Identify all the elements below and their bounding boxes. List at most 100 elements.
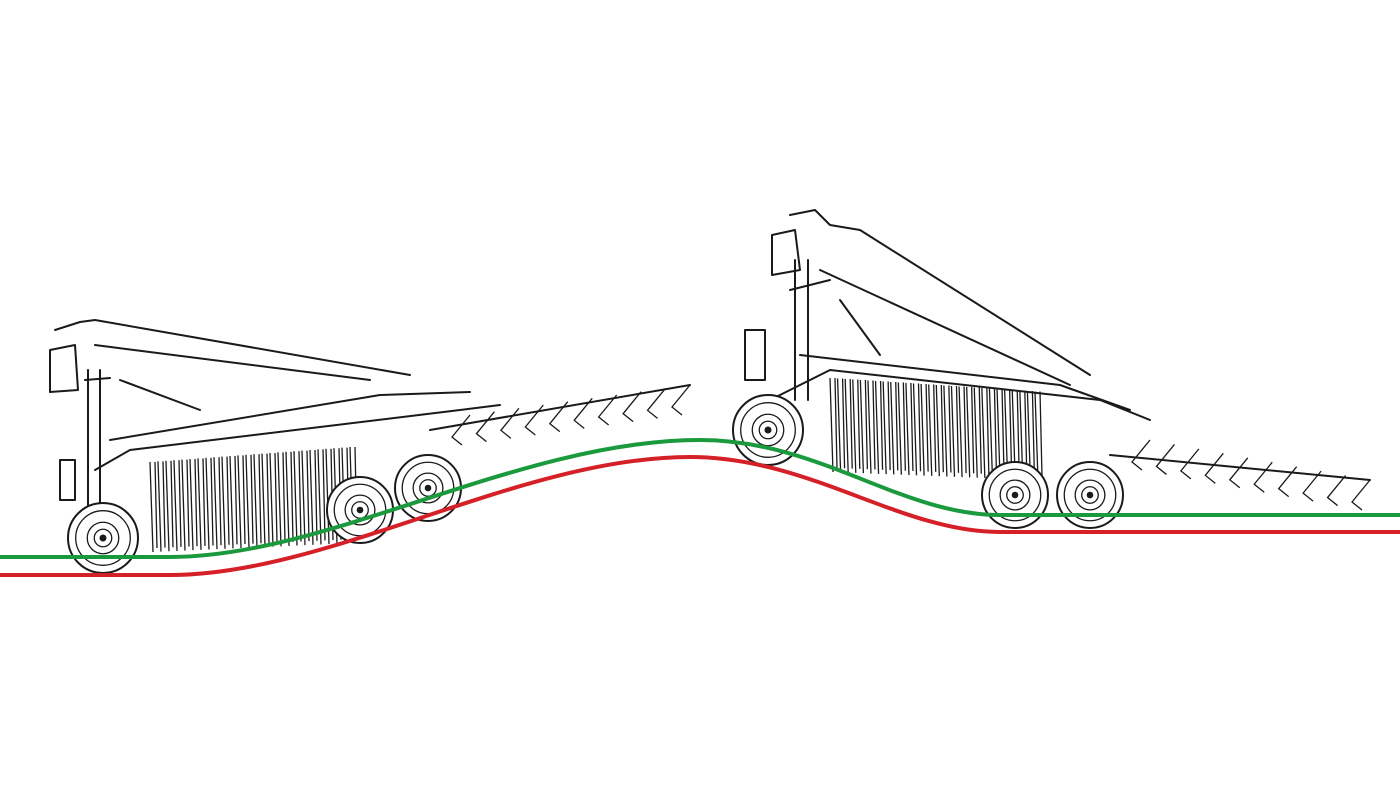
lift-boom: [789, 209, 1091, 376]
tine-arm: [548, 401, 569, 433]
rake-tine: [245, 454, 254, 548]
rake-tine: [943, 385, 952, 477]
wheel-axle: [356, 506, 364, 514]
rake-tine: [867, 380, 876, 474]
tine-arm: [451, 414, 471, 446]
rake-tine: [950, 385, 960, 477]
rake-tine: [935, 384, 944, 477]
rake-tine: [173, 460, 182, 551]
rake-tine: [293, 451, 302, 546]
tine-arm: [1228, 457, 1249, 489]
rake-tine: [966, 386, 975, 478]
rake-tine: [269, 452, 278, 547]
rake-tine: [229, 455, 238, 549]
rake-tine: [277, 452, 286, 547]
rake-tine: [905, 382, 914, 476]
wheel-axle: [424, 484, 432, 492]
wheel-rim: [988, 468, 1042, 522]
wheel-rim: [1063, 468, 1117, 522]
rake-tine: [882, 381, 891, 475]
tine-arm: [1326, 475, 1347, 507]
tine-arm-beam: [1109, 454, 1371, 481]
hitch-bracket: [49, 344, 79, 501]
tine-arm-beam: [429, 384, 691, 431]
wheel-hub-ring: [1006, 486, 1024, 504]
wheel-rim: [75, 510, 131, 566]
upright-column: [789, 259, 831, 401]
wheel-hub-ring: [86, 521, 120, 555]
wheel-axle: [99, 534, 107, 542]
rake-tine: [317, 449, 326, 545]
lift-boom: [54, 319, 411, 376]
rake-tine: [181, 459, 190, 551]
ground-contour-red-line: [0, 454, 1400, 577]
tine-arm: [573, 397, 593, 429]
wheel: [732, 394, 804, 466]
wheel-hub-ring: [999, 479, 1031, 511]
tine-arm: [671, 384, 691, 416]
wheel: [394, 454, 462, 522]
tine-arm: [622, 391, 642, 423]
rake-tine: [897, 382, 906, 475]
rake-tine: [920, 383, 929, 476]
chassis-beam: [94, 404, 501, 471]
rake-tine: [928, 384, 937, 476]
rake-tine: [261, 453, 270, 547]
wheel-hub-ring: [1074, 479, 1106, 511]
wheel-axle: [764, 426, 772, 434]
upright-column: [84, 369, 111, 521]
tine-arm: [1351, 479, 1371, 511]
wheel-hub-ring: [93, 528, 113, 548]
tine-arm: [1302, 470, 1322, 502]
wheel-axle: [1011, 491, 1019, 499]
rake-tine: [309, 449, 318, 545]
rake-tine: [912, 383, 922, 476]
wheel: [981, 461, 1049, 529]
rake-tine: [197, 458, 206, 550]
rake-tine: [829, 377, 838, 473]
wheel-hub-ring: [1081, 486, 1099, 504]
rake-tine: [189, 458, 198, 551]
tine-arm: [1253, 461, 1273, 493]
chassis-beam: [799, 354, 1131, 411]
wheel-hub-ring: [758, 420, 778, 440]
tine-arm: [475, 411, 495, 443]
rake-tine: [981, 387, 990, 479]
rake-tine: [213, 457, 222, 550]
lift-boom: [94, 344, 371, 411]
rake-tine: [836, 378, 846, 473]
tine-arm: [1155, 444, 1175, 475]
rake-tine: [852, 379, 861, 473]
chassis-beam: [769, 369, 1151, 421]
rake-tine: [165, 460, 174, 552]
wheel-rim: [740, 402, 796, 458]
rake-tine: [237, 455, 246, 549]
rake-tine: [149, 461, 158, 553]
wheel-hub-ring: [751, 413, 785, 447]
rake-tine: [973, 387, 982, 478]
lift-boom: [819, 269, 1071, 386]
rake-tine: [890, 381, 899, 475]
wheel-hub-ring: [412, 472, 444, 504]
rotary-rake-machine-right: [732, 209, 1371, 529]
chassis-beam: [109, 391, 471, 441]
ground-contour-green-line: [0, 437, 1400, 559]
wheel: [67, 502, 139, 574]
rake-tine: [157, 461, 166, 552]
tine-arm: [1179, 448, 1200, 480]
rake-tine: [859, 379, 869, 474]
rake-tine: [1034, 391, 1043, 481]
rake-tine: [221, 456, 230, 549]
tine-arm: [597, 394, 618, 426]
wheel: [326, 476, 394, 544]
tine-arm: [1277, 466, 1298, 498]
tine-arm: [499, 407, 520, 439]
rake-tine: [301, 450, 310, 546]
rake-tine: [253, 454, 262, 548]
wheel-hub-ring: [344, 494, 376, 526]
rake-tine: [874, 380, 884, 474]
tine-arm: [1204, 452, 1224, 484]
hitch-bracket: [744, 229, 801, 381]
wheel: [1056, 461, 1124, 529]
